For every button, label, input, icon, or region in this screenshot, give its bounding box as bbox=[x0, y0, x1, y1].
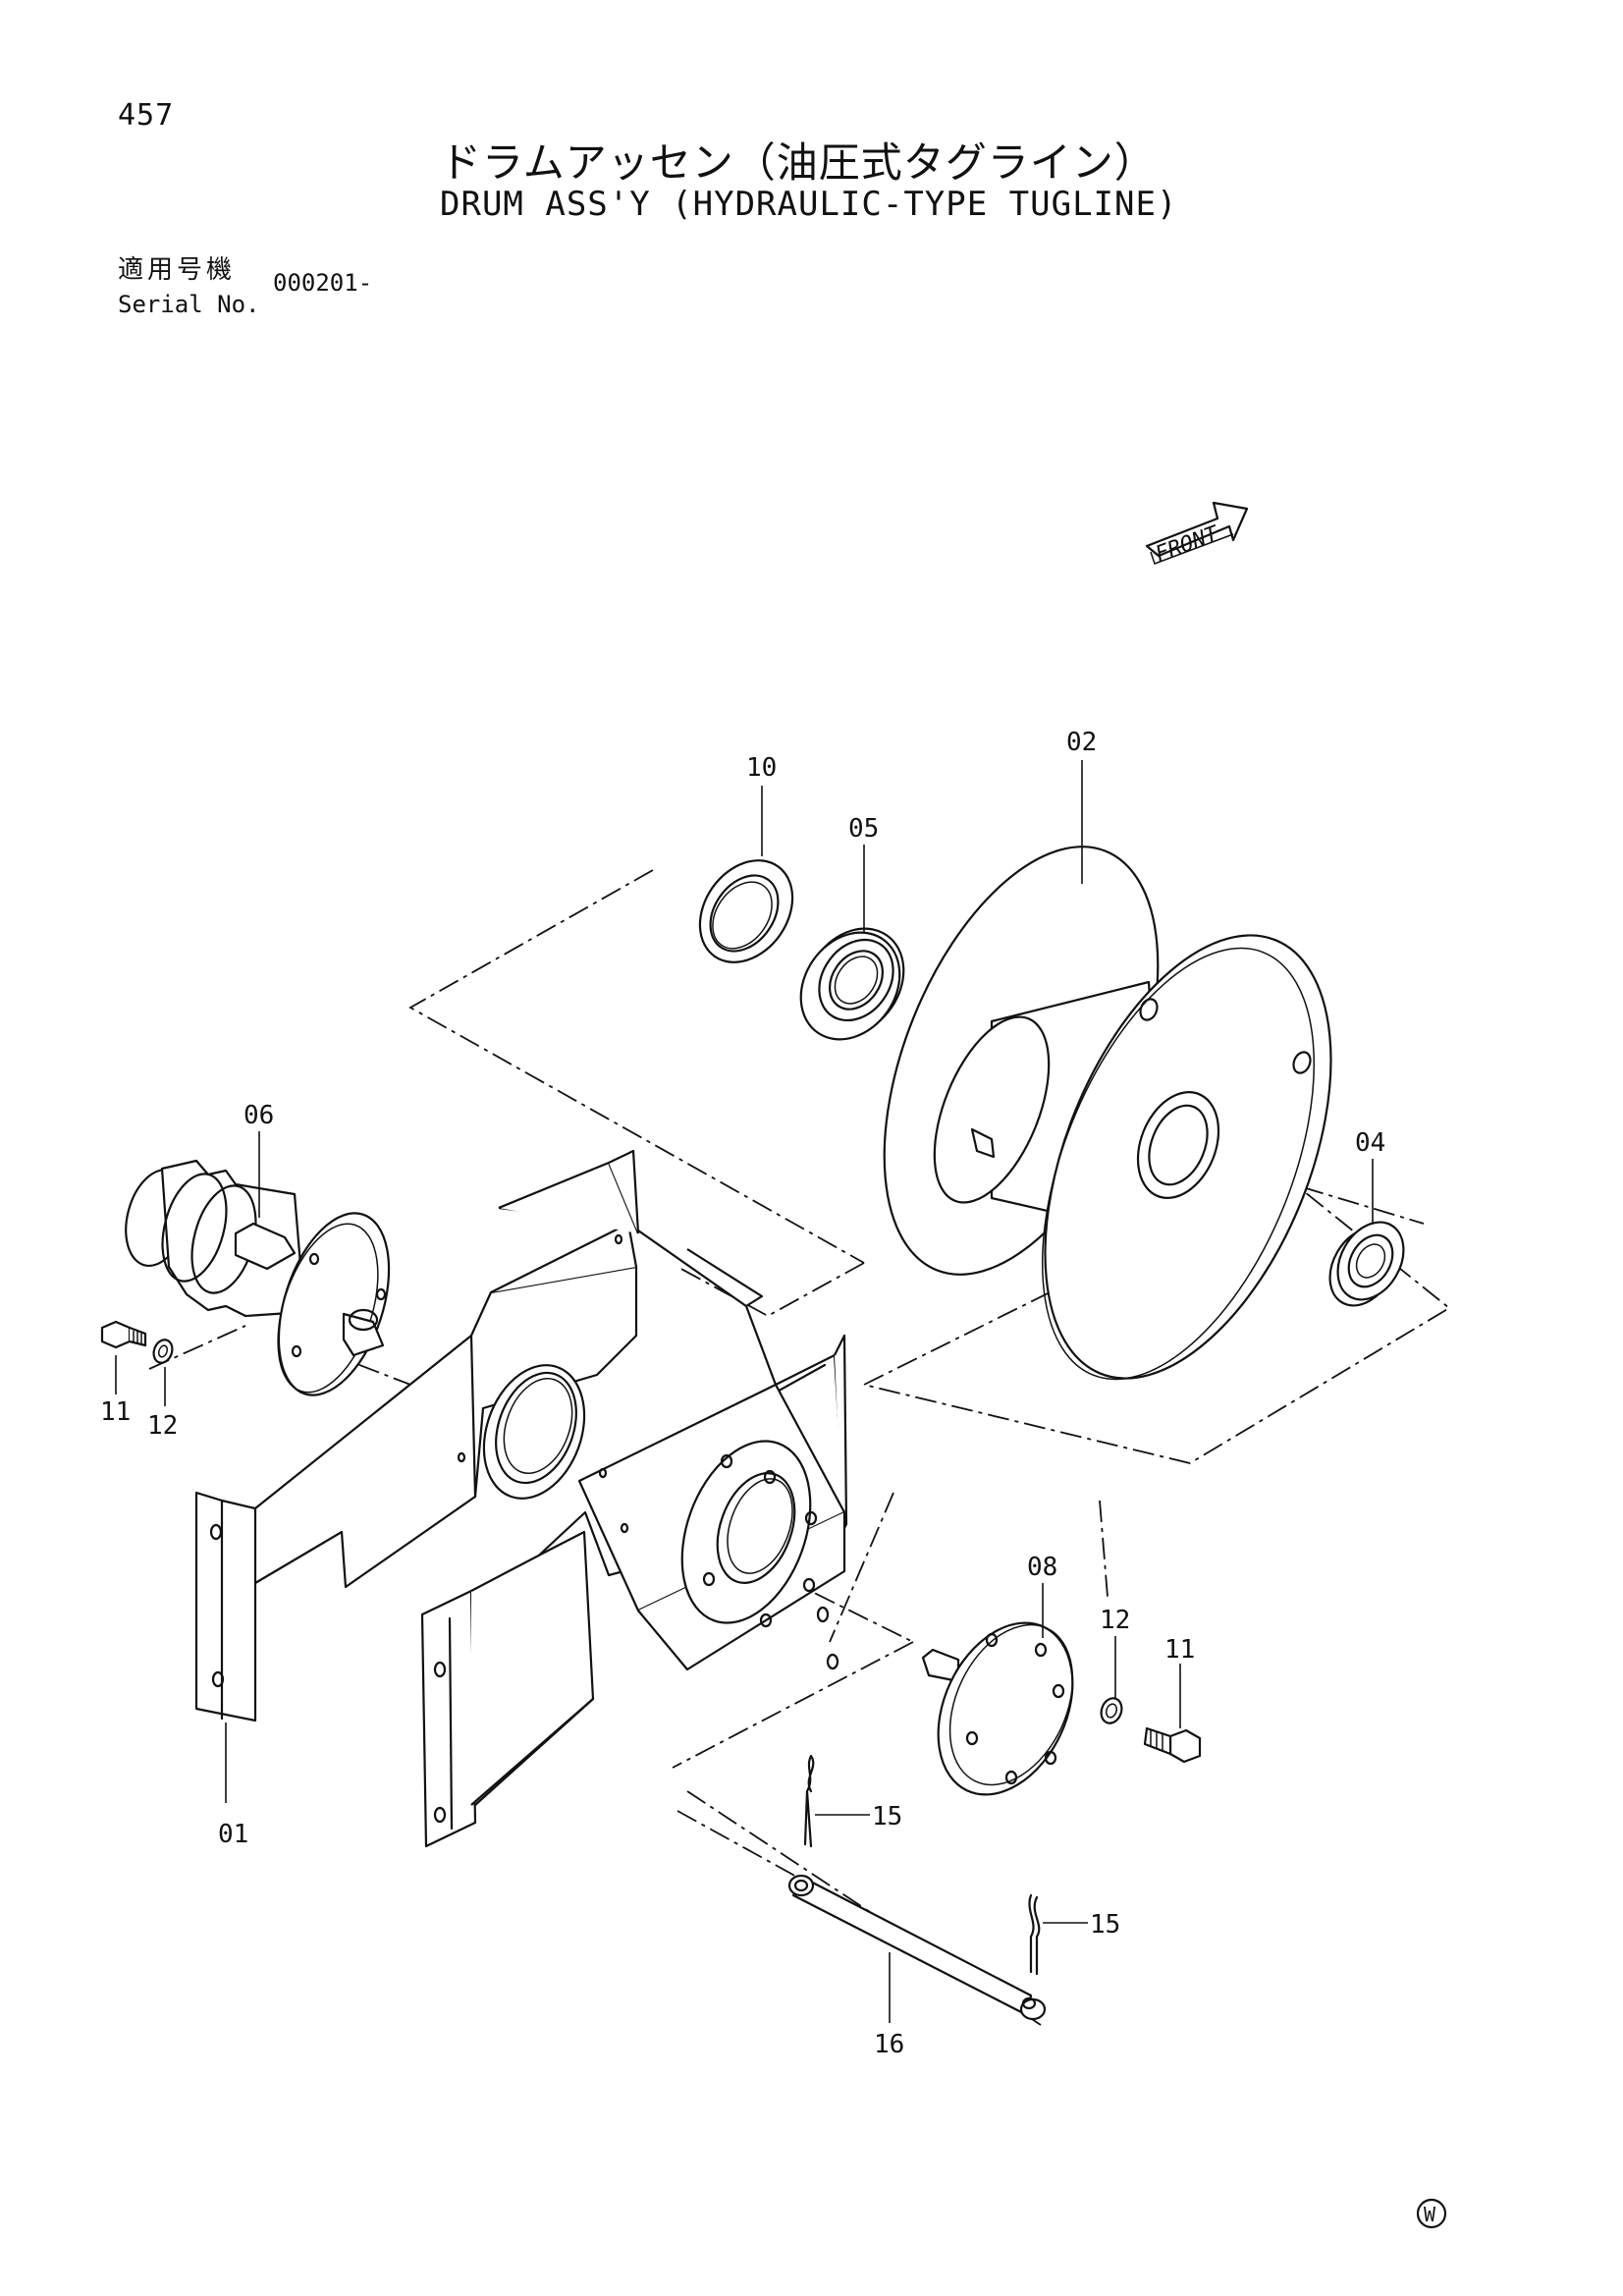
part-label-12-right: 12 bbox=[1100, 1606, 1130, 1635]
part-15-pin-lower bbox=[1028, 1893, 1041, 1976]
part-15-pin-upper bbox=[803, 1754, 815, 1848]
serial-number-range: 000201- bbox=[273, 269, 373, 297]
part-16-rod bbox=[787, 1874, 1047, 2021]
part-label-08: 08 bbox=[1027, 1553, 1057, 1582]
part-08-flange-shaft bbox=[921, 1621, 1074, 1796]
serial-label-japanese: 適用号機 bbox=[118, 255, 237, 285]
part-label-12-left: 12 bbox=[147, 1411, 178, 1441]
page-number: 457 bbox=[118, 98, 175, 133]
part-11-bolt-right bbox=[1143, 1726, 1202, 1764]
page-title-japanese: ドラムアッセン（油圧式タグライン） bbox=[440, 138, 1157, 187]
part-10-seal-ring bbox=[698, 859, 794, 963]
footer-w-mark: W bbox=[1416, 2198, 1447, 2229]
part-label-06: 06 bbox=[243, 1101, 274, 1130]
front-direction-arrow-icon: FRONT bbox=[1145, 501, 1249, 568]
part-label-15-upper: 15 bbox=[872, 1802, 902, 1831]
part-label-10: 10 bbox=[746, 753, 777, 783]
part-06-shaft bbox=[125, 1159, 391, 1396]
part-12-washer-left bbox=[152, 1339, 174, 1364]
part-02-drum bbox=[883, 846, 1332, 1381]
leader-lines bbox=[115, 760, 1374, 2023]
part-05-bearing bbox=[799, 927, 905, 1041]
part-label-11-right: 11 bbox=[1164, 1635, 1195, 1665]
part-label-11-left: 11 bbox=[100, 1397, 131, 1427]
part-04-bearing bbox=[1328, 1221, 1405, 1307]
part-label-15-lower: 15 bbox=[1090, 1910, 1120, 1940]
part-label-04: 04 bbox=[1355, 1128, 1385, 1158]
part-label-02: 02 bbox=[1066, 728, 1097, 757]
part-label-05: 05 bbox=[848, 814, 879, 844]
part-12-washer-right bbox=[1100, 1697, 1123, 1724]
page-title-english: DRUM ASS'Y (HYDRAULIC-TYPE TUGLINE) bbox=[440, 185, 1178, 224]
serial-label-english: Serial No. bbox=[118, 291, 260, 318]
part-label-16: 16 bbox=[874, 2030, 904, 2059]
part-label-01: 01 bbox=[218, 1820, 248, 1849]
part-11-bolt-left bbox=[100, 1320, 147, 1349]
part-01-bracket-frame bbox=[194, 1149, 848, 1848]
front-label: FRONT bbox=[1153, 521, 1223, 568]
footer-w-letter: W bbox=[1424, 2203, 1436, 2226]
